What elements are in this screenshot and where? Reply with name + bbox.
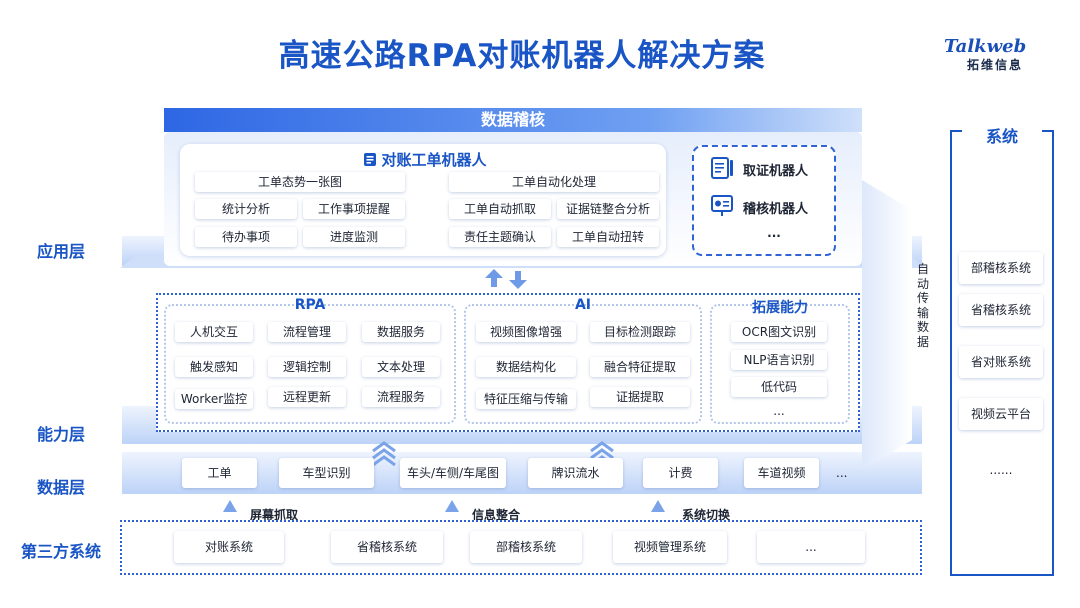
evidence-robot-label: 取证机器人 — [743, 164, 809, 179]
source-label-switch: 系统切换 — [682, 508, 731, 522]
arrow-up-icon — [445, 500, 459, 512]
third-party-more: ... — [757, 531, 865, 563]
auto-transfer-label: 自动传输数据 — [916, 262, 929, 349]
ai-item-video-enhance: 视频图像增强 — [476, 322, 576, 342]
app-item-responsibility: 责任主题确认 — [449, 227, 551, 247]
data-item-vehicle-images: 车头/车侧/车尾图 — [400, 458, 506, 488]
right-gradient-wedge — [862, 180, 912, 470]
robot-title: 对账工单机器人 — [182, 149, 668, 171]
source-label-integration: 信息整合 — [472, 508, 521, 522]
app-item-progress: 进度监测 — [303, 227, 405, 247]
ai-heading: AI — [574, 297, 592, 313]
app-item-statistics: 统计分析 — [195, 199, 297, 219]
left-group-heading: 工单态势一张图 — [195, 172, 405, 192]
system-provincial-audit: 省稽核系统 — [959, 294, 1043, 326]
system-video-cloud: 视频云平台 — [959, 398, 1043, 430]
side-robots-box — [692, 145, 836, 256]
systems-title: 系统 — [985, 127, 1018, 146]
data-audit-header: 数据稽核 — [164, 108, 862, 132]
data-item-ticket: 工单 — [182, 458, 257, 488]
third-party-video-mgmt: 视频管理系统 — [613, 531, 727, 563]
audit-robot: 稽核机器人 — [711, 195, 808, 221]
system-ministry-audit: 部稽核系统 — [959, 252, 1043, 284]
talkweb-logo-cn: 拓维信息 — [966, 58, 1023, 72]
data-item-lane-video: 车道视频 — [744, 458, 819, 488]
rpa-item-process-service: 流程服务 — [362, 387, 440, 407]
ai-item-structuring: 数据结构化 — [476, 357, 576, 377]
data-item-more: ... — [836, 466, 848, 480]
data-item-billing: 计费 — [643, 458, 718, 488]
notepad-icon — [711, 157, 735, 183]
rpa-item-text: 文本处理 — [362, 357, 440, 377]
app-item-auto-transfer: 工单自动扭转 — [557, 227, 659, 247]
systems-frame-top-left — [950, 130, 962, 132]
ai-item-evidence-extract: 证据提取 — [590, 387, 690, 407]
chevron-up-icon — [372, 441, 396, 466]
audit-robot-label: 稽核机器人 — [743, 202, 809, 217]
rpa-item-process-mgmt: 流程管理 — [268, 322, 346, 342]
system-provincial-reconciliation: 省对账系统 — [959, 346, 1043, 378]
rpa-item-trigger: 触发感知 — [175, 357, 253, 377]
document-icon — [363, 152, 377, 171]
rpa-item-data-service: 数据服务 — [362, 322, 440, 342]
app-item-evidence-chain: 证据链整合分析 — [557, 199, 659, 219]
layer-label-data: 数据层 — [36, 478, 85, 497]
ext-item-more: ... — [773, 404, 785, 418]
ext-item-ocr: OCR图文识别 — [731, 322, 827, 342]
evidence-robot: 取证机器人 — [711, 157, 808, 183]
extension-heading: 拓展能力 — [752, 300, 808, 316]
ext-item-low-code: 低代码 — [731, 377, 827, 397]
layer-label-third-party: 第三方系统 — [20, 542, 101, 561]
ai-item-target-tracking: 目标检测跟踪 — [590, 322, 690, 342]
rpa-item-remote-update: 远程更新 — [268, 387, 346, 407]
ai-item-compression: 特征压缩与传输 — [476, 389, 576, 409]
page-title: 高速公路RPA对账机器人解决方案 — [278, 38, 766, 74]
app-item-todo: 待办事项 — [195, 227, 297, 247]
layer-label-capability: 能力层 — [36, 425, 85, 444]
ai-item-feature-fusion: 融合特征提取 — [590, 357, 690, 377]
talkweb-logo: Talkweb — [944, 36, 1027, 57]
third-party-provincial-audit: 省稽核系统 — [331, 531, 443, 563]
presentation-icon — [711, 195, 735, 221]
third-party-ministry-audit: 部稽核系统 — [470, 531, 582, 563]
app-item-reminder: 工作事项提醒 — [303, 199, 405, 219]
rpa-item-worker: Worker监控 — [175, 389, 253, 409]
data-item-vehicle-type: 车型识别 — [279, 458, 374, 488]
arrow-up-icon — [651, 500, 665, 512]
ext-item-nlp: NLP语言识别 — [731, 350, 827, 370]
third-party-reconciliation: 对账系统 — [174, 531, 284, 563]
system-more: ...... — [989, 463, 1013, 477]
data-item-plate-flow: 牌识流水 — [528, 458, 623, 488]
layer-label-application: 应用层 — [36, 242, 85, 261]
side-robots-more: ... — [767, 226, 781, 240]
systems-frame-top-right — [1042, 130, 1054, 132]
systems-frame — [950, 130, 1054, 576]
source-label-screen: 屏幕抓取 — [250, 508, 299, 522]
arrow-up-icon — [223, 500, 237, 512]
robot-title-text: 对账工单机器人 — [381, 151, 487, 169]
rpa-item-hci: 人机交互 — [175, 322, 253, 342]
rpa-item-logic: 逻辑控制 — [268, 357, 346, 377]
exchange-arrows-icon — [485, 269, 527, 289]
right-group-heading: 工单自动化处理 — [449, 172, 659, 192]
app-item-auto-grab: 工单自动抓取 — [449, 199, 551, 219]
rpa-heading: RPA — [294, 297, 326, 313]
